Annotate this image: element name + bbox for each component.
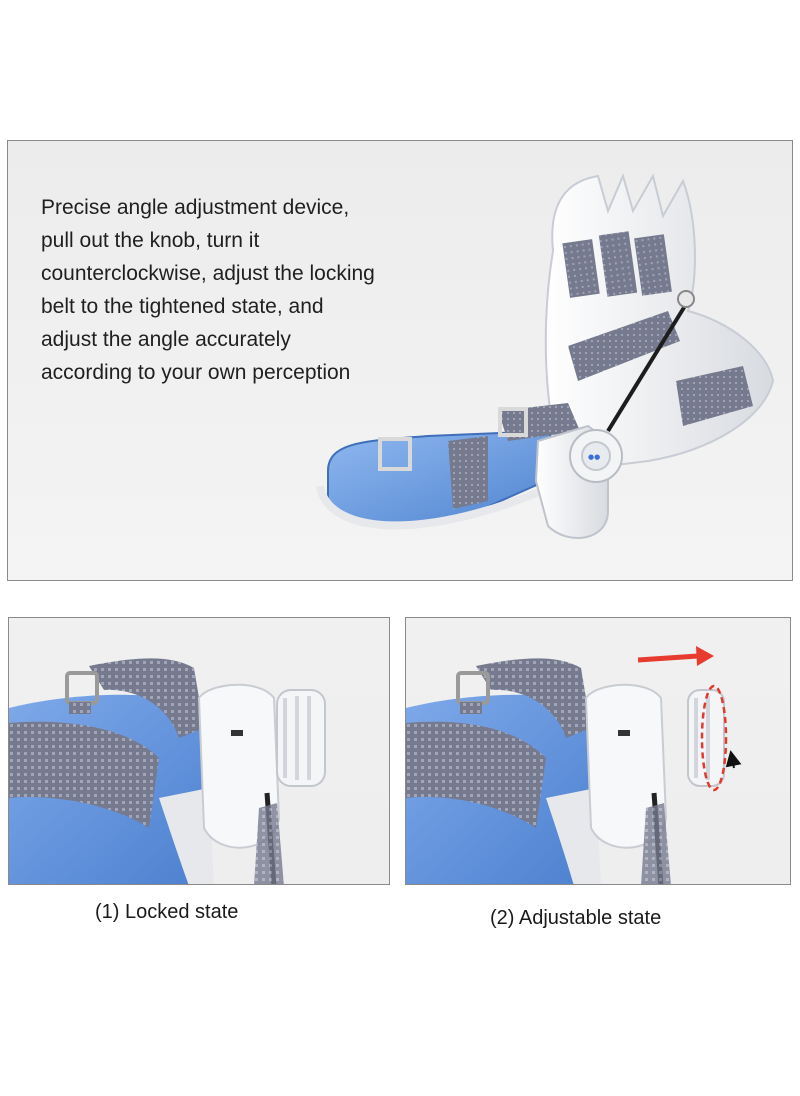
- wrist-splint-image: ●●: [316, 173, 775, 539]
- svg-text:●●: ●●: [588, 453, 600, 461]
- rotation-indicator: [700, 684, 728, 792]
- knob: [276, 689, 326, 787]
- feature-description: Precise angle adjustment device, pull ou…: [41, 196, 375, 384]
- locked-state-caption: (1) Locked state: [95, 901, 239, 923]
- locked-knob-illustration: [9, 658, 326, 884]
- adjustable-state-caption: (2) Adjustable state: [490, 907, 662, 929]
- hero-panel: Precise angle adjustment device, pull ou…: [7, 140, 793, 581]
- pull-arrow: [637, 653, 699, 663]
- locked-state-image: [8, 617, 390, 885]
- adjustable-knob-illustration: [406, 646, 742, 884]
- adjustable-state-image: [405, 617, 791, 885]
